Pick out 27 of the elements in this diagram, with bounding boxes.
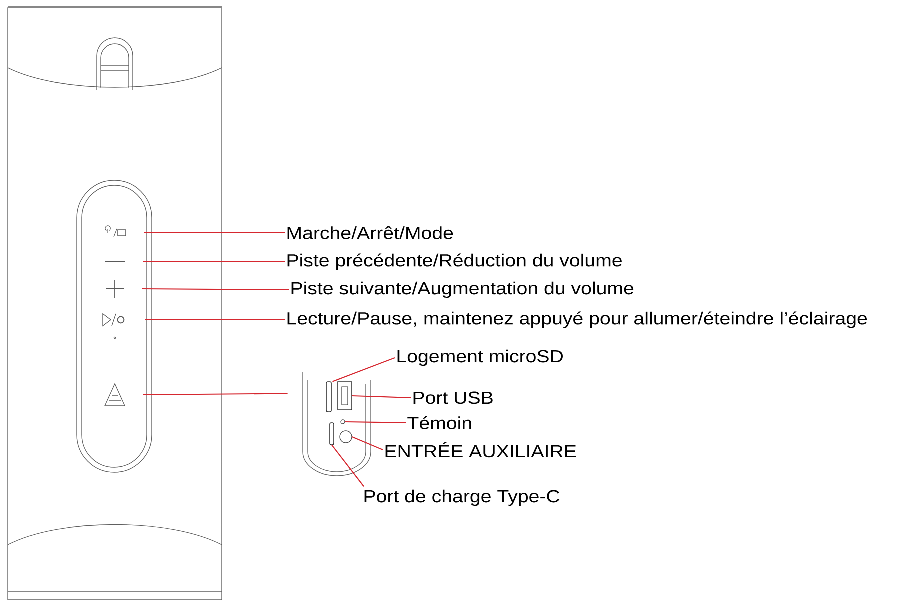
round-port	[340, 430, 352, 444]
leader-line	[142, 288, 290, 291]
callout-label: Logement microSD	[398, 350, 563, 366]
leader-line	[144, 232, 285, 234]
round-port	[340, 420, 346, 424]
leader-line	[352, 395, 412, 399]
callout-label: Port de charge Type-C	[364, 490, 560, 506]
port-panel-drawing	[302, 372, 372, 476]
leader-line	[143, 393, 288, 396]
callout-label: Marche/Arrêt/Mode	[288, 226, 454, 240]
leader-line	[332, 444, 364, 487]
callout-label: Piste précédente/Réduction du volume	[288, 254, 622, 270]
button-icon	[105, 226, 126, 238]
callout-label: Piste suivante/Augmentation du volume	[292, 282, 634, 298]
leader-line	[145, 319, 285, 321]
leader-line	[352, 436, 384, 450]
leader-line	[143, 261, 285, 263]
slot	[330, 422, 334, 446]
callout-label: Témoin	[408, 416, 472, 430]
usb-port	[338, 382, 352, 410]
slot	[326, 382, 332, 412]
callout-label: ENTRÉE AUXILIAIRE	[386, 442, 576, 458]
callout-label: Lecture/Pause, maintenez appuyé pour allumer/éteindre l’éclairage	[288, 312, 868, 328]
callout-label: Port USB	[414, 392, 493, 404]
plus-icon	[106, 280, 124, 298]
leader-line	[345, 421, 406, 424]
leader-line	[332, 357, 396, 382]
